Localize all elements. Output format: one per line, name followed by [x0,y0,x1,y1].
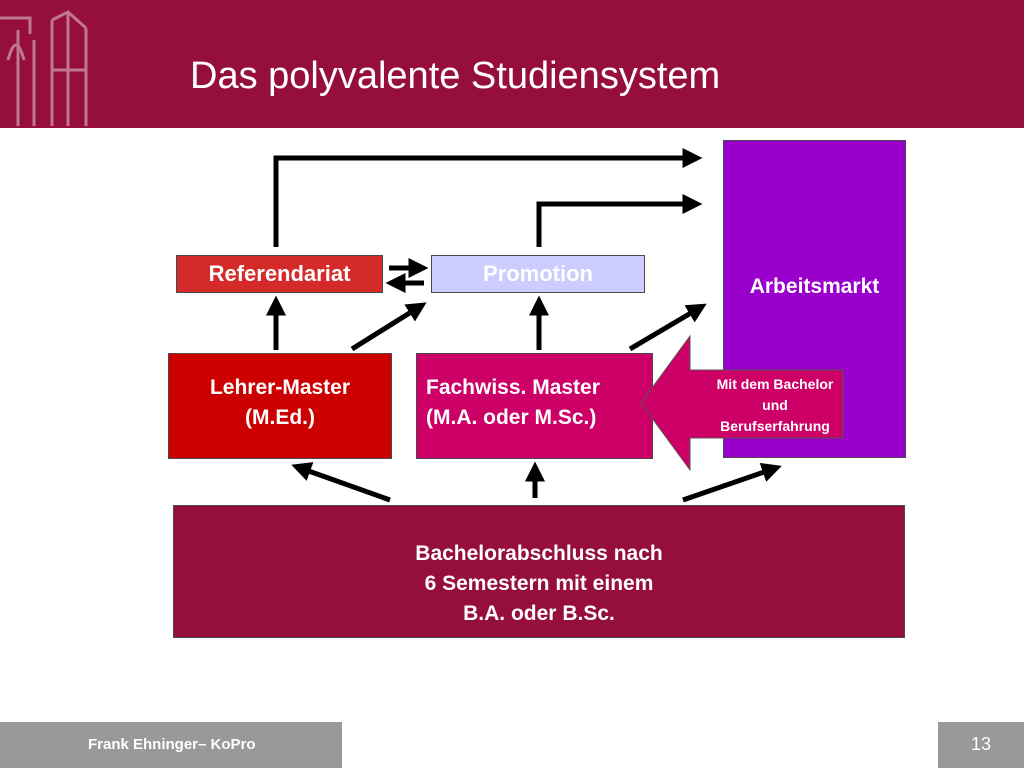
page-number: 13 [970,734,992,754]
bachelor-line-2: 6 Semestern mit einem [424,572,654,595]
arrow-fach-to-arbeitsmarkt [628,303,707,352]
bachelor-berufserfahrung-callout: Mit dem Bachelor und Berufserfahrung [700,374,850,437]
fach-master-degree: (M.A. oder M.Sc.) [426,406,597,429]
lehrer-master-title: Lehrer-Master [209,376,351,399]
callout-arrow-icon [640,334,844,472]
slide-header: Das polyvalente Studiensystem [0,0,1024,128]
promotion-label: Promotion [483,261,593,286]
referendariat-label: Referendariat [208,261,351,286]
fach-master-box: Fachwiss. Master (M.A. oder M.Sc.) [416,353,653,459]
arrow-bachelor-to-lehrer [291,462,391,503]
footer-author-bar: Frank Ehninger– KoPro [0,722,342,768]
footer-author: Frank Ehninger– KoPro [88,736,256,753]
arbeitsmarkt-label: Arbeitsmarkt [749,275,880,298]
callout-line-2: und [762,397,788,413]
lehrer-master-degree: (M.Ed.) [245,406,315,429]
bachelor-line-3: B.A. oder B.Sc. [463,602,615,625]
referendariat-box: Referendariat [176,255,383,293]
fach-master-title: Fachwiss. Master [426,376,600,399]
arrow-bachelor-to-arbeitsmarkt [682,462,782,503]
callout-line-3: Berufserfahrung [720,418,830,434]
arrow-referendariat-to-arbeitsmarkt [273,148,703,247]
arrow-lehrer-to-promotion [350,302,427,352]
lehrer-master-box: Lehrer-Master (M.Ed.) [168,353,392,459]
bachelor-line-1: Bachelorabschluss nach [415,542,663,565]
arrow-promotion-to-arbeitsmarkt [536,194,703,247]
footer-page-box: 13 [938,722,1024,768]
university-logo-icon [0,10,88,126]
bachelor-box: Bachelorabschluss nach 6 Semestern mit e… [173,505,905,638]
callout-line-1: Mit dem Bachelor [716,376,834,392]
promotion-box: Promotion [431,255,645,293]
slide-title: Das polyvalente Studiensystem [190,55,721,97]
